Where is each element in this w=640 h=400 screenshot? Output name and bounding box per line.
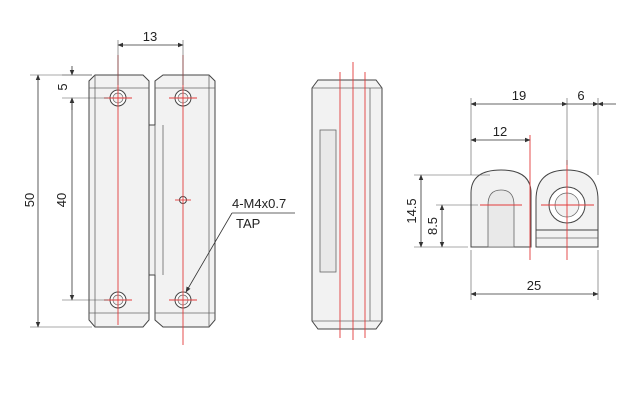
tap-callout-line2: TAP — [236, 216, 260, 231]
dim-50: 50 — [22, 193, 37, 207]
left-leaf — [88, 74, 150, 328]
dim-13: 13 — [143, 29, 157, 44]
dim-25: 25 — [527, 278, 541, 293]
dim-6: 6 — [577, 88, 584, 103]
dim-8-5: 8.5 — [425, 217, 440, 235]
tap-callout-line1: 4-M4x0.7 — [232, 196, 286, 211]
dim-19: 19 — [512, 88, 526, 103]
dim-14-5: 14.5 — [404, 198, 419, 223]
front-view: 13 5 40 50 4-M4x0.7 TAP — [22, 29, 295, 345]
top-view: 19 6 12 14.5 8.5 25 — [404, 88, 616, 300]
side-view — [311, 62, 383, 340]
dim-40: 40 — [54, 193, 69, 207]
dim-5: 5 — [55, 83, 70, 90]
dim-12: 12 — [493, 124, 507, 139]
